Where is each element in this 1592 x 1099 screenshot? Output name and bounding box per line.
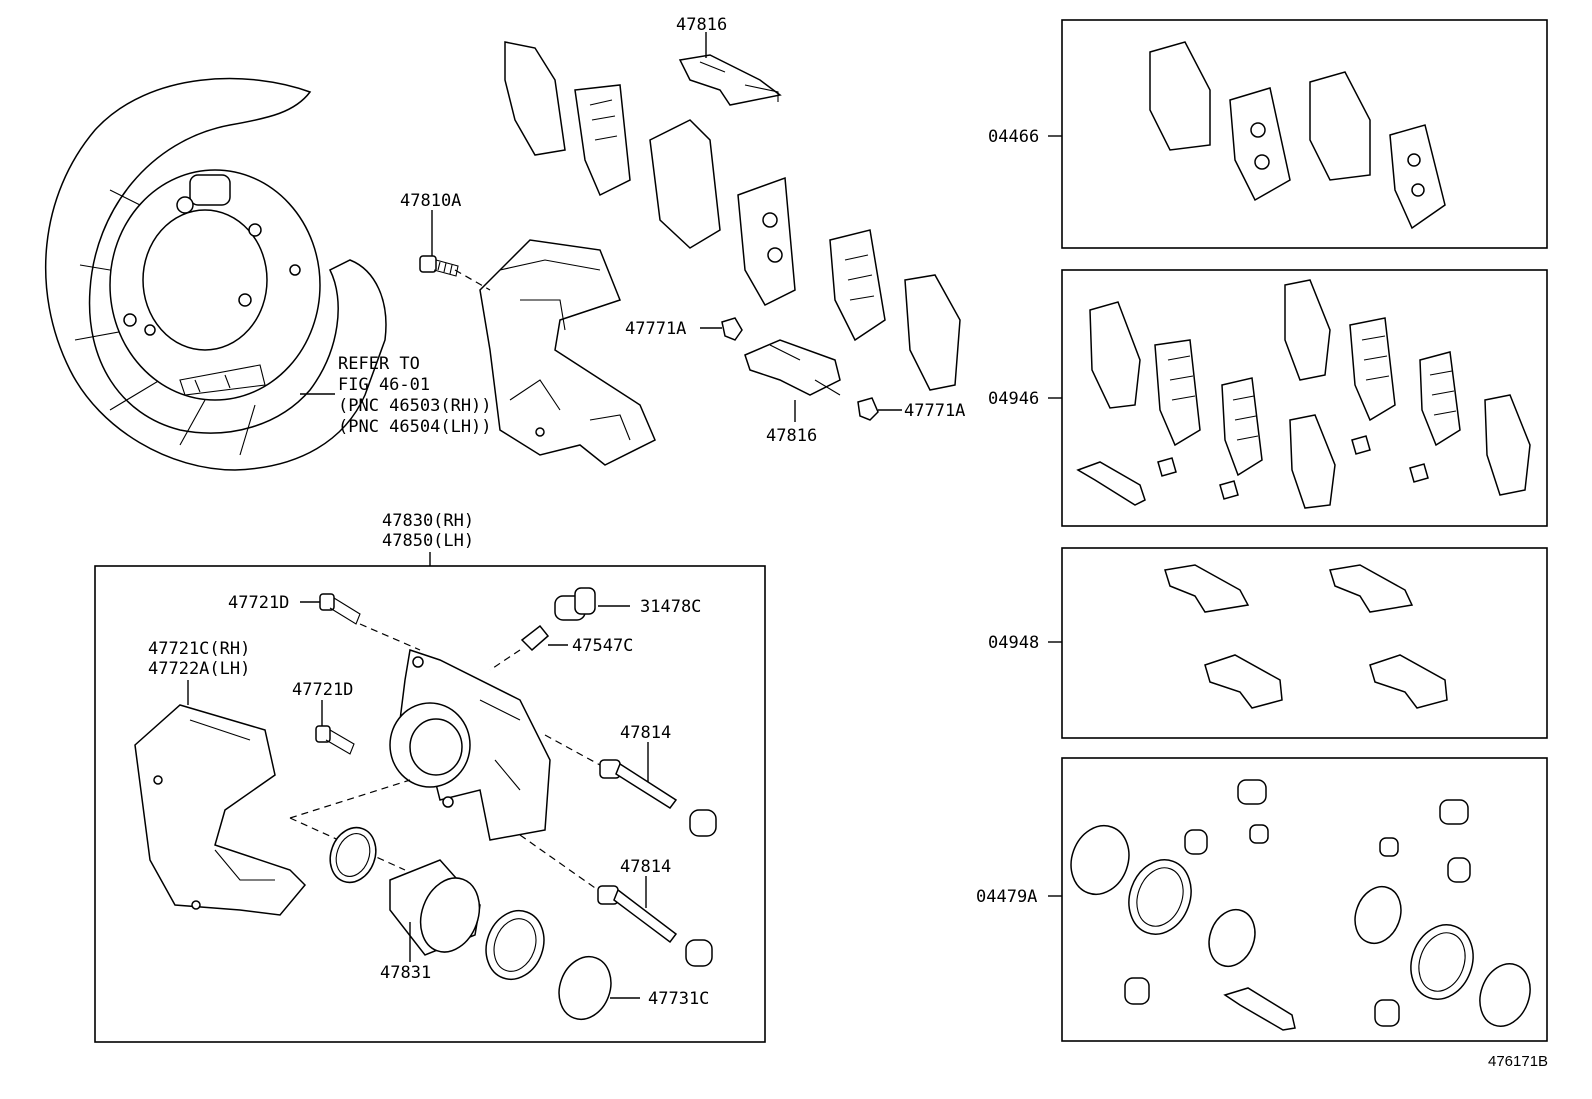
label-47721d-mid: 47721D	[292, 680, 353, 700]
label-47547c: 47547C	[572, 636, 633, 656]
pin-top-dash	[544, 734, 601, 766]
refer-text-3: (PNC 46503(RH))	[338, 396, 492, 416]
boot-31478c-drawing	[554, 587, 596, 621]
refer-text-4: (PNC 46504(LH))	[338, 417, 492, 437]
pin-47814-bottom-drawing	[597, 885, 713, 967]
caliper-mount-upper-drawing	[479, 239, 656, 466]
pin-47814-top-drawing	[599, 759, 717, 837]
refer-text-2: FIG 46-01	[338, 375, 430, 395]
bleeder-47547c-drawing	[520, 624, 550, 652]
label-47814-bottom: 47814	[620, 857, 671, 877]
bolt-47721d-top-drawing	[319, 593, 361, 625]
clip-47771a-right-drawing	[857, 397, 879, 421]
label-47814-top: 47814	[620, 723, 671, 743]
label-47831: 47831	[380, 963, 431, 983]
figure-id: 476171B	[1488, 1053, 1548, 1070]
kit-04466-pads-drawing	[1149, 41, 1446, 230]
label-04948: 04948	[988, 633, 1039, 653]
bolt-47810a-drawing	[419, 255, 459, 277]
spring-47816-top-drawing	[678, 54, 782, 106]
kit-box-04466	[1061, 19, 1548, 249]
label-47850: 47850(LH)	[382, 531, 474, 551]
mount-47721c-drawing	[134, 704, 307, 916]
dust-shield-drawing	[44, 77, 387, 471]
label-31478c: 31478C	[640, 597, 701, 617]
seal-ring-drawing	[329, 826, 377, 884]
label-47771a-right: 47771A	[904, 401, 965, 421]
kit-04946-parts-drawing	[1076, 279, 1531, 509]
kit-box-04479a	[1061, 757, 1548, 1042]
caliper-assembly-box	[94, 565, 766, 1043]
label-47810a: 47810A	[400, 191, 461, 211]
bolt-47721d-mid-drawing	[315, 725, 355, 755]
kit-04948-springs-drawing	[1164, 564, 1448, 709]
label-47721d-top: 47721D	[228, 593, 289, 613]
kit-box-04948	[1061, 547, 1548, 739]
pad-shim-top-drawing	[504, 41, 961, 391]
label-04479a: 04479A	[976, 887, 1037, 907]
cover-47731c-drawing	[558, 955, 612, 1021]
label-47731c: 47731C	[648, 989, 709, 1009]
pin-bottom-dash	[519, 834, 599, 891]
label-47721c: 47721C(RH)	[148, 639, 250, 659]
label-47816-top: 47816	[676, 15, 727, 35]
label-47816-bottom: 47816	[766, 426, 817, 446]
refer-text-1: REFER TO	[338, 354, 420, 374]
bolt-top-dash	[359, 623, 421, 651]
kit-04479a-seals-drawing	[1070, 779, 1531, 1031]
label-47722a: 47722A(LH)	[148, 659, 250, 679]
label-04946: 04946	[988, 389, 1039, 409]
spring-47816-bottom-drawing	[744, 339, 841, 396]
caliper-body-drawing	[389, 649, 551, 841]
boot-ring-drawing	[485, 909, 545, 981]
piston-47831-drawing	[389, 859, 481, 956]
label-47830: 47830(RH)	[382, 511, 474, 531]
label-47771a-left: 47771A	[625, 319, 686, 339]
clip-47771a-left-drawing	[721, 317, 743, 341]
mount-bolt-dash	[454, 269, 491, 291]
label-04466: 04466	[988, 127, 1039, 147]
bleeder-dash	[489, 649, 521, 671]
